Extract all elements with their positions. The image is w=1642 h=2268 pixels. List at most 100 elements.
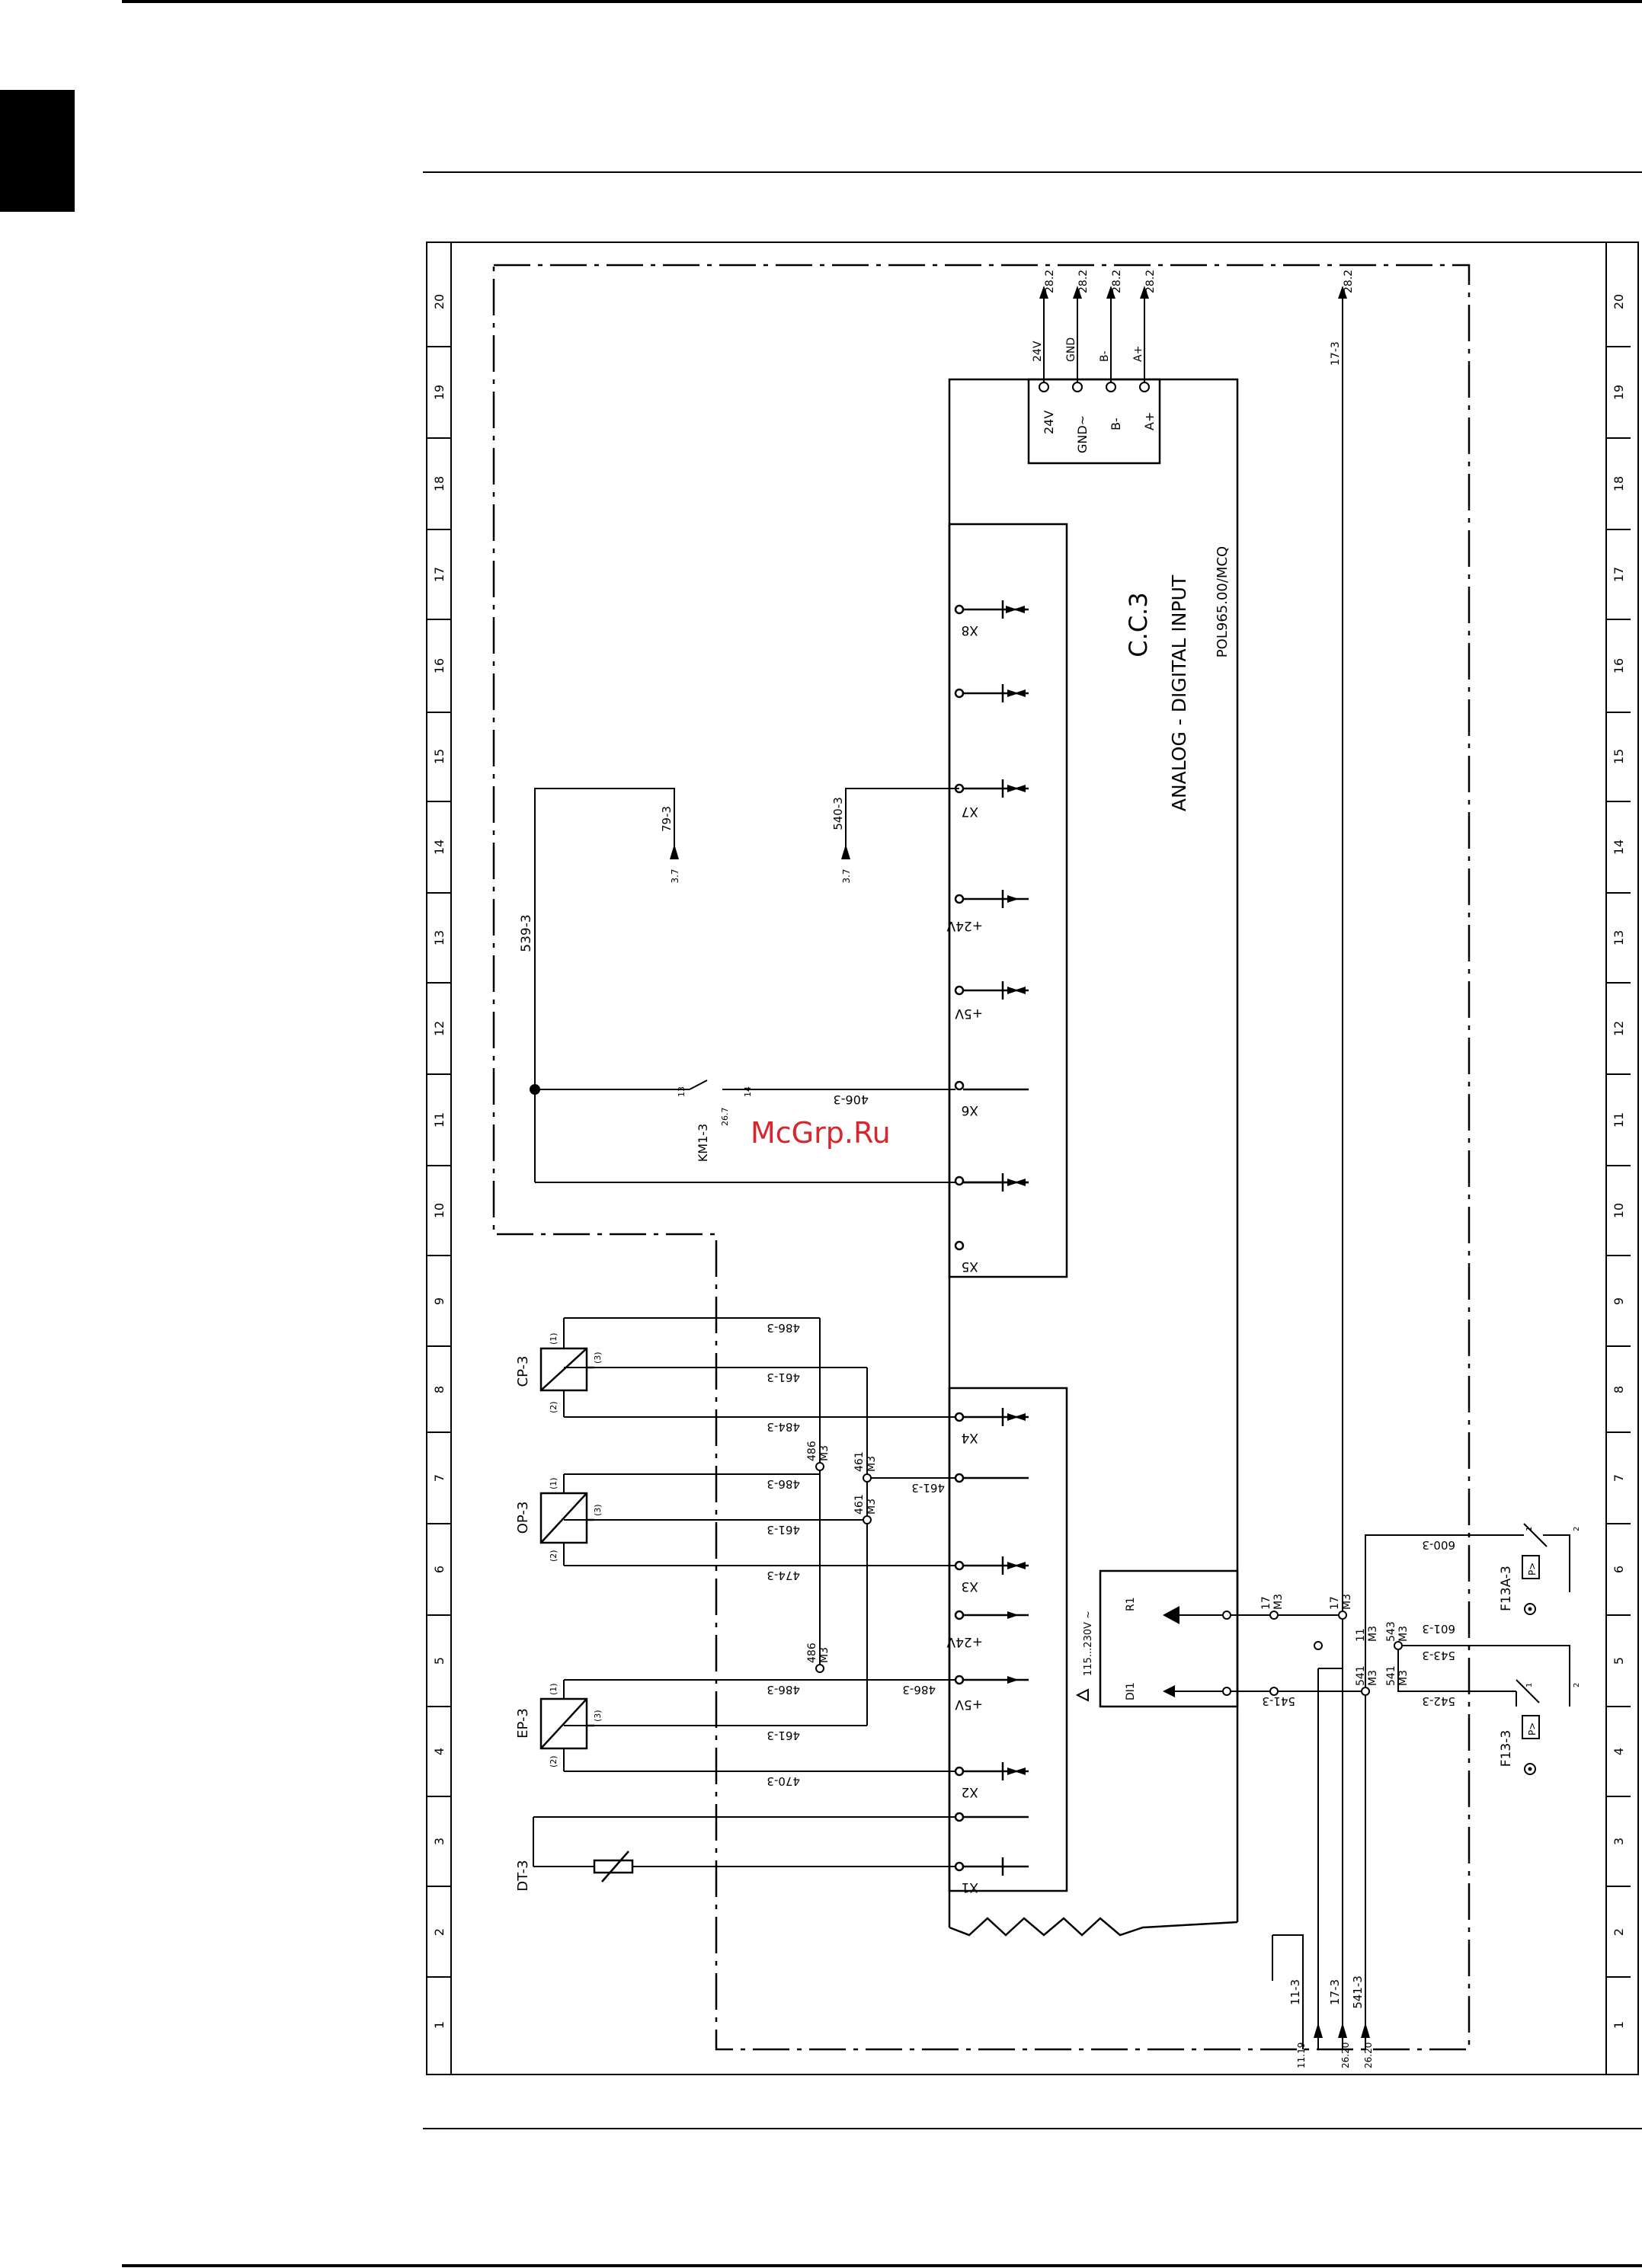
- controller-title: C.C.3: [1124, 592, 1153, 657]
- node-number: 461: [853, 1494, 866, 1515]
- wire-label: 17-3: [1328, 1979, 1342, 2005]
- wire-label: 600-3: [1422, 1538, 1455, 1552]
- breaker-f13a: F13A-3: [1499, 1566, 1514, 1611]
- ruler-number: 19: [432, 385, 447, 400]
- bus-wire-label: GND: [1065, 337, 1077, 362]
- bus-labels: 28.2 28.2 28.2 28.2 24V GND B- A+ 24V GN…: [1032, 270, 1355, 453]
- node-m3: M3: [1367, 1670, 1379, 1686]
- controller-subtitle: ANALOG - DIGITAL INPUT: [1168, 574, 1190, 811]
- ruler-number: 14: [1612, 840, 1626, 855]
- wire-label: 79-3: [660, 806, 674, 832]
- component-coils: [539, 1347, 634, 1883]
- breaker-pin: 2: [1573, 1683, 1581, 1687]
- coil-pin: (2): [549, 1550, 559, 1562]
- node-m3: M3: [818, 1445, 831, 1461]
- off-page-arrows: [670, 844, 1370, 2038]
- breakers: P> P> F13A-3 F13-3 1 2 1 2: [1499, 1527, 1581, 1775]
- ruler-number: 3: [1612, 1838, 1626, 1845]
- ruler-number: 8: [432, 1386, 447, 1393]
- ruler-number: 7: [432, 1474, 447, 1482]
- component-ep: EP-3: [515, 1708, 531, 1739]
- wire-label: 543-3: [1422, 1649, 1455, 1662]
- bus-arrows: [1039, 286, 1347, 299]
- ruler-number: 11: [1612, 1112, 1626, 1128]
- bus-pin-label: B-: [1109, 417, 1123, 430]
- node-m3: M3: [1397, 1670, 1410, 1686]
- km1-pin: 14: [743, 1086, 753, 1097]
- terminal-p5a: +5V: [955, 1006, 983, 1021]
- breaker-pin: 1: [1525, 1683, 1534, 1687]
- node-m3: M3: [866, 1456, 878, 1472]
- bus-ref: 28.2: [1044, 270, 1056, 293]
- coil-pin: (1): [549, 1332, 559, 1345]
- wire-label: 11-3: [1288, 1979, 1302, 2005]
- relay-supply: 115...230V ~: [1083, 1611, 1094, 1676]
- contactor-km1: KM1-3 26.7 13 14: [677, 1086, 753, 1162]
- ruler-number: 9: [432, 1297, 447, 1305]
- node-number: 17: [1329, 1596, 1341, 1610]
- wire-ref: 26.20: [1340, 2042, 1351, 2068]
- coil-pin: (2): [549, 1755, 559, 1767]
- wire-ref: 11.19: [1296, 2042, 1307, 2068]
- bus-ref: 28.2: [1144, 270, 1157, 293]
- node-m3: M3: [866, 1499, 878, 1515]
- ruler-number: 1: [1612, 2021, 1626, 2029]
- ruler-number: 17: [432, 567, 447, 582]
- ruler-number: 17: [1612, 567, 1626, 582]
- node-number: 541: [1355, 1665, 1367, 1686]
- bottom-rule: [122, 2264, 1642, 2267]
- drawing-frame: [426, 242, 1639, 2075]
- km1-label: KM1-3: [696, 1124, 710, 1162]
- ruler-number: 4: [1612, 1748, 1626, 1755]
- component-cp: CP-3: [515, 1356, 531, 1387]
- ruler: [427, 346, 1631, 1978]
- coil-pin: (3): [593, 1504, 603, 1516]
- terminal-labels: X8 X7 +24V +5V X6 X5 X4 X3 +24V +5V X2 X…: [946, 622, 983, 1895]
- relay-section: R1 DI1 115...230V ~: [1075, 1597, 1237, 1702]
- terminal-x1: X1: [962, 1879, 978, 1895]
- wire-label: 542-3: [1422, 1694, 1455, 1708]
- bus-pin-label: GND~: [1075, 415, 1090, 453]
- ruler-number: 12: [432, 1021, 447, 1036]
- terminal-x7: X7: [962, 804, 978, 819]
- wire-label: 461-3: [767, 1523, 800, 1537]
- ruler-number: 7: [1612, 1474, 1626, 1482]
- ruler-number: 15: [432, 749, 447, 764]
- r1-arrow: [1163, 1606, 1179, 1624]
- terminal-x6: X6: [962, 1102, 978, 1118]
- wire-ref: 3.7: [670, 868, 680, 883]
- watermark: McGrp.Ru: [751, 1116, 891, 1150]
- wire-label: 474-3: [767, 1569, 800, 1582]
- wire-ref: 26.20: [1363, 2042, 1374, 2068]
- ruler-number: 16: [1612, 658, 1626, 673]
- node-m3: M3: [1272, 1594, 1285, 1610]
- wire-label: 601-3: [1422, 1622, 1455, 1636]
- wire-label: 539-3: [519, 914, 534, 952]
- coil-pin: (3): [593, 1352, 603, 1364]
- bus-terminals: [1039, 289, 1343, 2049]
- terminal-x5: X5: [962, 1259, 978, 1274]
- node-m3: M3: [818, 1647, 831, 1663]
- wire-label: 461-3: [767, 1371, 800, 1384]
- ruler-number: 2: [1612, 1928, 1626, 1936]
- breaker-f13: F13-3: [1499, 1730, 1514, 1767]
- coil-pin: (3): [593, 1710, 603, 1722]
- terminal-pins: [954, 600, 1029, 1876]
- ruler-number: 2: [432, 1928, 447, 1936]
- wire-label-17-3: 17-3: [1330, 341, 1342, 366]
- wire-ref: 3.7: [841, 868, 852, 883]
- ruler-number: 14: [432, 840, 447, 855]
- breaker-p-symbol: P>: [1527, 1723, 1538, 1735]
- ruler-number: 15: [1612, 749, 1626, 764]
- terminal-x3: X3: [962, 1579, 978, 1594]
- ruler-number: 18: [1612, 476, 1626, 491]
- km1-pin: 13: [677, 1086, 687, 1097]
- cabinet-boundary: [492, 264, 1471, 2051]
- controller-labels: C.C.3 ANALOG - DIGITAL INPUT POL965.00/M…: [1124, 546, 1231, 811]
- node-number: 17: [1260, 1596, 1272, 1610]
- terminal-x8: X8: [962, 622, 978, 638]
- ruler-number: 4: [432, 1748, 447, 1755]
- wire-label: 486-3: [767, 1683, 800, 1697]
- terminal-p24a: +24V: [946, 918, 983, 933]
